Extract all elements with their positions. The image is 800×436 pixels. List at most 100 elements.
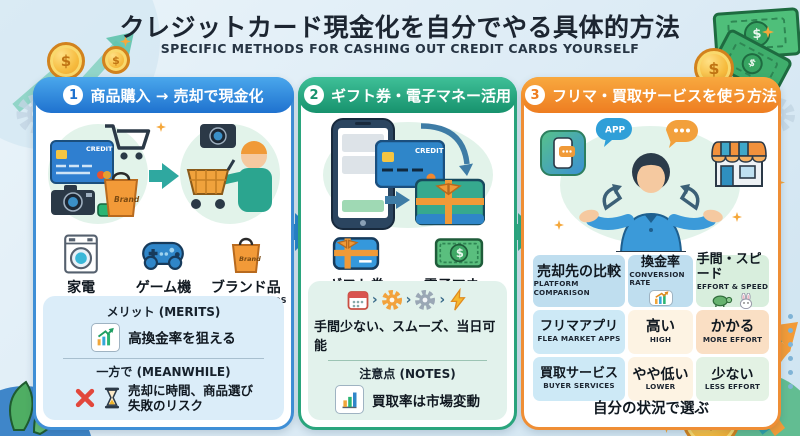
notes-label: 注意点 (NOTES): [359, 367, 456, 381]
dots-speech-bubble: [666, 119, 698, 148]
item-branded-goods: Brand ブランド品 BRANDED GOODS: [205, 234, 287, 306]
dots-decoration: [788, 305, 793, 398]
x-mark-icon: [75, 389, 95, 408]
gear-orange-icon: [381, 290, 402, 310]
item-label-jp: ゲーム機: [135, 280, 192, 296]
panel3-header: 3 フリマ・買取サービスを使う方法: [521, 77, 781, 113]
item-game-consoles: ゲーム機 GAME CONSOLES: [122, 234, 204, 306]
gamepad-icon: [142, 241, 185, 270]
curved-arrow-icon: [420, 123, 473, 176]
flow-arrow-1-icon: [280, 213, 315, 251]
turtle-icon: [712, 295, 733, 308]
banknote-currency: $: [746, 56, 758, 70]
risk-line-2: 失敗のリスク: [127, 398, 203, 414]
header-jp: 換金率: [641, 254, 681, 270]
panel3-title: フリマ・買取サービスを使う方法: [551, 86, 777, 105]
cell-en: MORE EFFORT: [702, 335, 763, 345]
cell-en: LOWER: [645, 381, 676, 391]
app-speech-bubble: APP: [595, 117, 632, 147]
table-cell-flea-market: フリマアプリ FLEA MARKET APPS: [532, 310, 626, 354]
table-cell-more-effort: かかる MORE EFFORT: [695, 310, 770, 354]
item-label-jp: 家電: [67, 280, 96, 296]
panel1-illustration: CREDIT Brand: [36, 116, 291, 234]
svg-text:CREDIT: CREDIT: [86, 145, 113, 153]
page-subtitle: SPECIFIC METHODS FOR CASHING OUT CREDIT …: [160, 41, 640, 56]
flow-separator: ›: [405, 292, 412, 308]
item-label-jp: ブランド品: [210, 280, 281, 296]
svg-text:CREDIT: CREDIT: [415, 147, 444, 155]
comparison-table: 売却先の比較 PLATFORM COMPARISON 換金率 CONVERSIO…: [532, 252, 770, 401]
coin-icon: $: [102, 46, 130, 74]
table-header-effort-speed: 手間・スピード EFFORT & SPEED: [695, 252, 770, 310]
step-number-badge: 3: [524, 85, 545, 105]
cell-en: LESS EFFORT: [704, 381, 761, 391]
rabbit-icon: [739, 293, 753, 310]
panel1-title: 商品購入 → 売却で現金化: [90, 86, 264, 105]
storefront-icon: [711, 141, 767, 187]
growth-chart-icon: [91, 322, 121, 352]
gear-gray-icon: [415, 290, 436, 310]
coin-currency: $: [60, 52, 72, 70]
flow-text: 手間少ない、スムーズ、当日可能: [314, 320, 496, 354]
note-text: 買取率は市場変動: [372, 393, 480, 410]
cell-jp: 少ない: [711, 366, 754, 383]
panel2-header: 2 ギフト券・電子マネー活用: [298, 77, 517, 113]
choosing-person-illustration: [579, 153, 723, 252]
panel-gift-emoney: 2 ギフト券・電子マネー活用 CREDIT: [298, 77, 517, 430]
table-header-platform: 売却先の比較 PLATFORM COMPARISON: [532, 255, 626, 307]
table-header-conversion-rate: 換金率 CONVERSION RATE: [628, 254, 693, 307]
coin-currency: $: [708, 58, 720, 78]
merit-text: 高換金率を狙える: [128, 331, 236, 348]
table-cell-high: 高い HIGH: [628, 310, 693, 354]
lightning-icon: [450, 288, 466, 311]
header-en: CONVERSION RATE: [629, 269, 685, 288]
brand-bag-icon: Brand: [231, 237, 261, 273]
cell-jp: 高い: [646, 319, 676, 336]
panel1-items: 家電 APPLIANCES ゲーム機 GAME CONSOLES: [40, 234, 287, 306]
banknote-icon: $: [434, 238, 483, 268]
seller-person-illustration: [186, 124, 272, 212]
buy-to-sell-arrow-icon: [149, 163, 179, 189]
svg-text:APP: APP: [605, 126, 626, 136]
table-cell-buyer-services: 買取サービス BUYER SERVICES: [532, 357, 626, 401]
risk-text: 売却に時間、商品選び 失敗のリスク: [128, 383, 253, 414]
sparkle-icon: [156, 122, 166, 132]
svg-text:$: $: [456, 246, 464, 260]
credit-card-icon: CREDIT: [50, 140, 114, 184]
panel3-footer-text: 自分の状況で選ぶ: [593, 401, 709, 417]
flow-separator: ›: [371, 292, 378, 308]
header-jp: 売却先の比較: [536, 264, 621, 281]
coin-currency: $: [112, 53, 120, 67]
step-number-badge: 2: [303, 85, 324, 105]
bar-chart-icon: [335, 385, 364, 414]
cell-en: BUYER SERVICES: [543, 381, 615, 391]
cell-en: HIGH: [649, 335, 672, 345]
hourglass-icon: [104, 387, 120, 409]
header-en: EFFORT & SPEED: [696, 281, 769, 291]
sparkle-icon: [120, 36, 131, 47]
small-arrow-icon: [385, 191, 410, 209]
flow-arrow-2-icon: [503, 213, 538, 251]
panel-marketplace-services: 3 フリマ・買取サービスを使う方法 APP: [521, 77, 781, 430]
step-number-badge: 1: [63, 85, 84, 105]
sparkle-icon: [554, 220, 564, 230]
svg-text:Brand: Brand: [239, 255, 261, 263]
panel-buy-and-sell: 1 商品購入 → 売却で現金化 CREDIT: [33, 77, 294, 430]
table-cell-lower: やや低い LOWER: [628, 357, 693, 401]
header-en: PLATFORM COMPARISON: [533, 279, 590, 298]
gift-card-icon: [333, 237, 380, 270]
panel1-header: 1 商品購入 → 売却で現金化: [33, 77, 294, 113]
panel3-illustration: APP: [524, 116, 778, 252]
cell-jp: かかる: [710, 319, 755, 336]
cell-jp: 買取サービス: [539, 366, 618, 382]
cell-jp: やや低い: [632, 366, 689, 383]
calendar-icon: [347, 291, 369, 310]
risk-line-1: 売却に時間、商品選び: [127, 382, 253, 398]
panel2-illustration: CREDIT: [301, 116, 514, 234]
cell-jp: フリマアプリ: [539, 319, 618, 335]
page-title: クレジットカード現金化を自分でやる具体的方法: [119, 13, 681, 42]
meanwhile-label: 一方で (MEANWHILE): [96, 364, 231, 379]
sparkle-icon: [732, 212, 742, 222]
washing-machine-icon: [64, 234, 98, 274]
